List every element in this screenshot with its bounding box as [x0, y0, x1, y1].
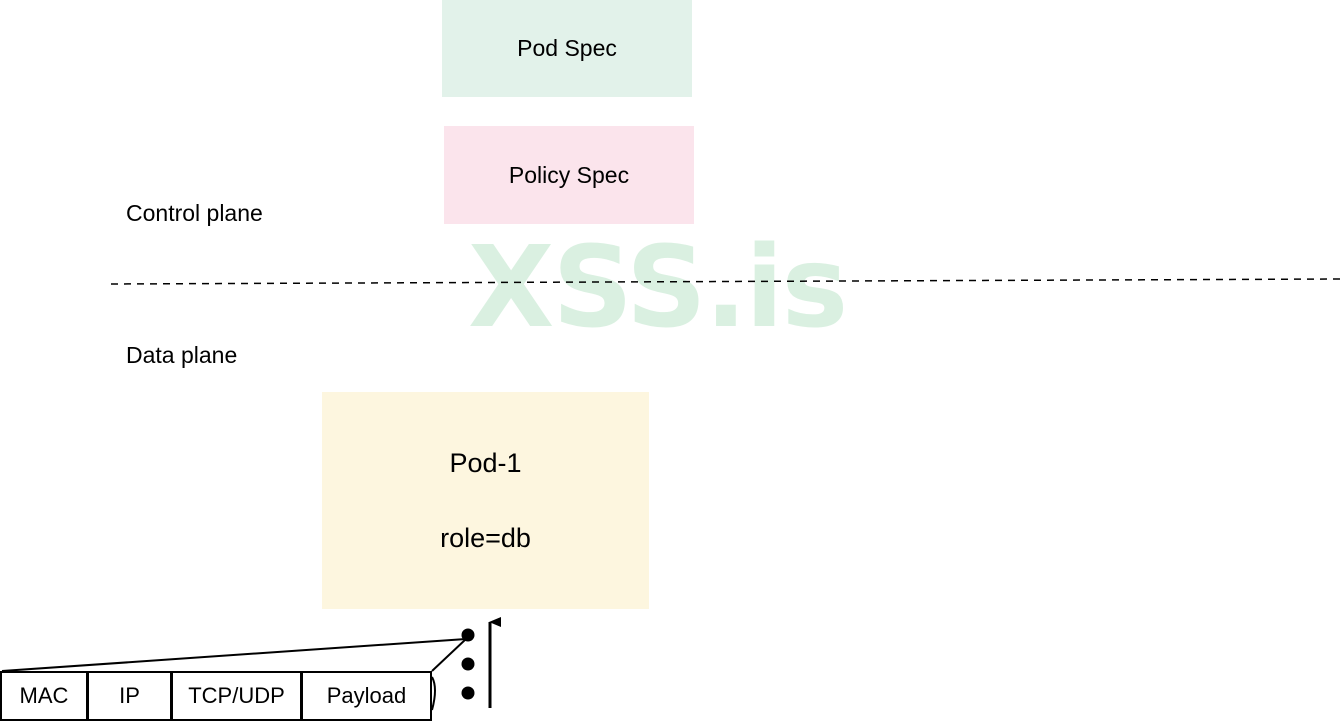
packet-dot: [461, 686, 475, 700]
pod-box: Pod-1 role=db: [322, 392, 649, 609]
policy-spec-label: Policy Spec: [508, 161, 630, 188]
packet-dot: [461, 657, 475, 671]
pod-role-label: role=db: [440, 522, 531, 553]
pod-spec-label: Pod Spec: [517, 35, 617, 61]
packet-field-payload: Payload: [300, 671, 432, 721]
pod-spec-box: Pod Spec: [442, 0, 692, 97]
zoom-line-curve: [431, 676, 436, 711]
packet: MAC IP TCP/UDP Payload: [0, 671, 432, 721]
pod-name: Pod-1: [449, 447, 522, 478]
zoom-line-right: [431, 638, 467, 672]
data-plane-label: Data plane: [126, 342, 238, 368]
watermark: XSS.is: [468, 223, 848, 353]
zoom-line-left: [1, 638, 467, 672]
policy-spec-box: Policy Spec: [444, 126, 694, 224]
packet-field-tcp-udp: TCP/UDP: [170, 671, 302, 721]
control-plane-label: Control plane: [126, 200, 263, 226]
packet-field-ip: IP: [86, 671, 172, 721]
packet-dot: [461, 628, 475, 642]
packet-field-mac: MAC: [0, 671, 88, 721]
